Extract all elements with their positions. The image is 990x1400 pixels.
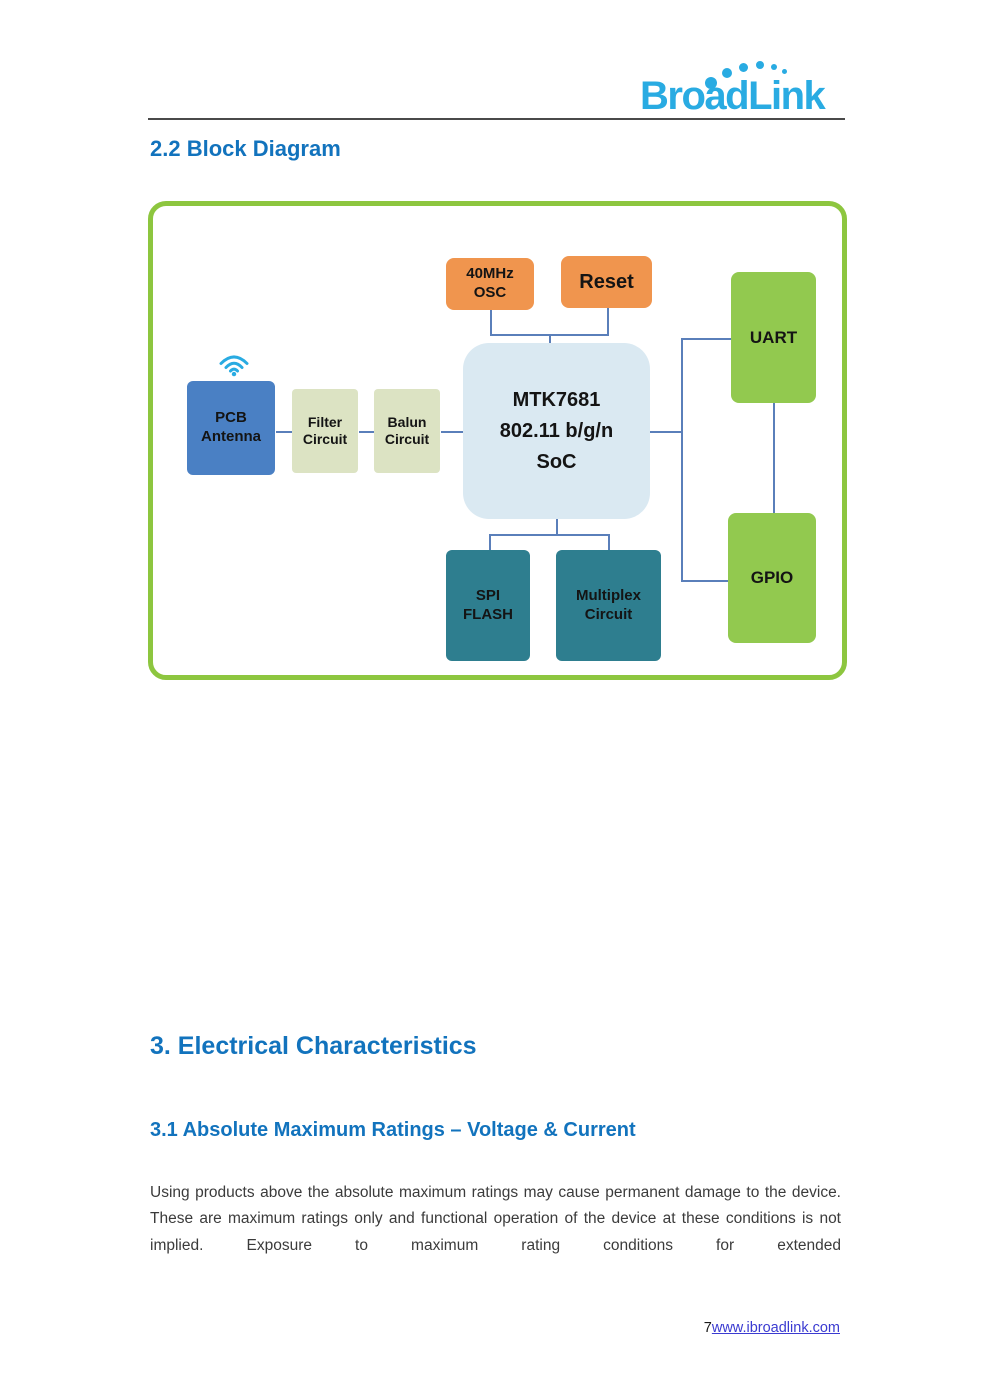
logo-dot-icon	[771, 64, 777, 70]
connector-line	[681, 580, 731, 582]
connector-line	[607, 308, 609, 336]
block-diagram-container: 40MHz OSC Reset UART PCB Antenna Filter …	[148, 201, 847, 680]
connector-line	[359, 431, 377, 433]
page-number: 7	[703, 1320, 712, 1336]
header-divider	[148, 118, 845, 120]
block-reset: Reset	[561, 256, 652, 308]
section-heading-electrical: 3. Electrical Characteristics	[150, 1032, 477, 1060]
connector-line	[556, 518, 558, 536]
body-paragraph: Using products above the absolute maximu…	[150, 1184, 841, 1254]
connector-line	[441, 431, 466, 433]
block-mtk7681-soc: MTK7681 802.11 b/g/n SoC	[463, 343, 650, 519]
footer-website-link[interactable]: www.ibroadlink.com	[711, 1320, 840, 1336]
page-footer: 7www.ibroadlink.com	[704, 1320, 840, 1336]
connector-line	[773, 403, 775, 515]
connector-line	[650, 431, 683, 433]
logo-dot-icon	[739, 63, 748, 72]
block-pcb-antenna: PCB Antenna	[187, 381, 275, 475]
connector-line	[490, 310, 492, 336]
block-filter-circuit: Filter Circuit	[292, 389, 358, 473]
logo-dot-icon	[782, 69, 787, 74]
wifi-icon	[219, 355, 249, 377]
logo-dot-icon	[722, 68, 732, 78]
logo-dot-icon	[756, 61, 764, 69]
block-uart: UART	[731, 272, 816, 403]
connector-line	[276, 431, 295, 433]
section-heading-block-diagram: 2.2 Block Diagram	[150, 136, 341, 161]
block-balun-circuit: Balun Circuit	[374, 389, 440, 473]
block-spi-flash: SPI FLASH	[446, 550, 530, 661]
logo-dot-icon	[705, 77, 717, 89]
connector-line	[549, 334, 551, 346]
block-40mhz-osc: 40MHz OSC	[446, 258, 534, 310]
broadlink-logo: BroadLink	[640, 50, 850, 116]
logo-text: BroadLink	[640, 74, 826, 118]
connector-line	[681, 338, 734, 340]
connector-line	[489, 534, 610, 536]
connector-line	[681, 338, 683, 582]
connector-line	[489, 534, 491, 553]
block-multiplex-circuit: Multiplex Circuit	[556, 550, 661, 661]
section-heading-abs-max-ratings: 3.1 Absolute Maximum Ratings – Voltage &…	[150, 1119, 636, 1141]
block-gpio: GPIO	[728, 513, 816, 643]
connector-line	[608, 534, 610, 553]
